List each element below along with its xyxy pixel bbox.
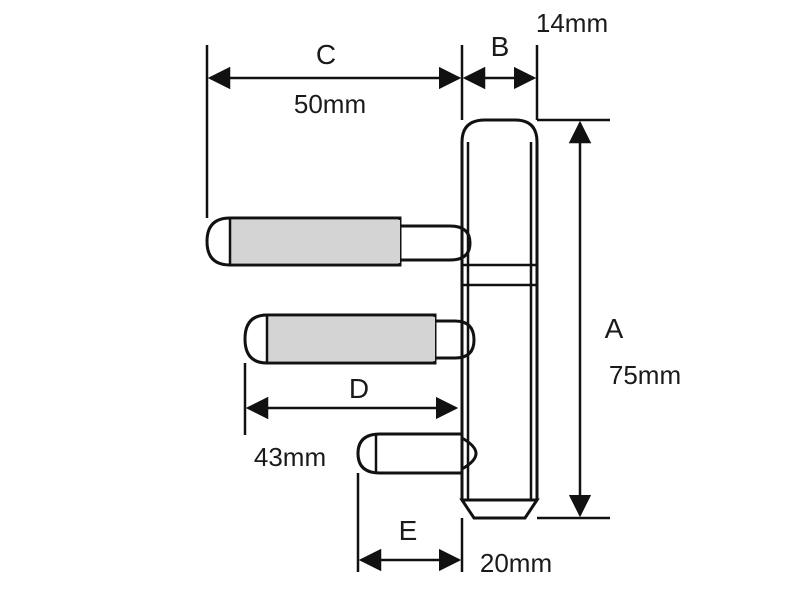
- extension-lines: [205, 45, 610, 572]
- dimension-d-letter: D: [349, 373, 369, 404]
- dimension-c-value: 50mm: [294, 89, 366, 119]
- dimension-labels: C 50mm B 14mm A 75mm D 43mm E 20mm: [254, 8, 681, 578]
- upper-pin: [205, 216, 472, 267]
- dimension-a-value: 75mm: [609, 360, 681, 390]
- hinge-barrel: [459, 118, 540, 520]
- dimension-b-value: 14mm: [536, 8, 608, 38]
- dimension-e-value: 20mm: [480, 548, 552, 578]
- dimension-c-letter: C: [316, 39, 336, 70]
- middle-sleeve: [267, 317, 435, 361]
- middle-pin: [243, 313, 476, 365]
- dimension-a-letter: A: [605, 313, 624, 344]
- dimension-b-letter: B: [491, 31, 510, 62]
- lower-pin: [356, 432, 478, 475]
- dimension-e-letter: E: [399, 515, 418, 546]
- upper-sleeve: [230, 220, 400, 263]
- dimension-d-value: 43mm: [254, 442, 326, 472]
- dimension-arrows: [207, 66, 592, 572]
